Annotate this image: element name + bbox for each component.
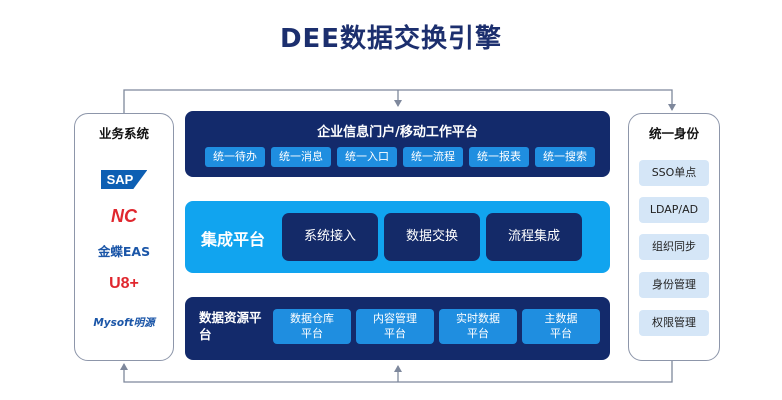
integration-layer: 集成平台 系统接入 数据交换 流程集成 (185, 201, 610, 273)
resource-item-line2: 平台 (467, 327, 489, 340)
resource-item-content-management: 内容管理 平台 (356, 309, 434, 344)
identity-item-identity-management: 身份管理 (639, 272, 709, 298)
resource-item-line2: 平台 (550, 327, 572, 340)
data-resource-layer: 数据资源平 台 数据仓库 平台 内容管理 平台 实时数据 平台 主数据 平台 (185, 297, 610, 360)
resource-item-line1: 主数据 (544, 312, 578, 325)
u8-logo: U8+ (75, 273, 173, 293)
portal-item-entry: 统一入口 (337, 147, 397, 167)
u8-logo-text: U8+ (109, 275, 139, 292)
business-systems-panel: 业务系统 SAP NC 金蝶EAS U8+ Mysoft明源 (74, 113, 174, 361)
unified-identity-panel: 统一身份 SSO单点 LDAP/AD 组织同步 身份管理 权限管理 (628, 113, 720, 361)
nc-logo: NC (75, 206, 173, 227)
resource-item-master-data: 主数据 平台 (522, 309, 600, 344)
portal-layer: 企业信息门户/移动工作平台 统一待办 统一消息 统一入口 统一流程 统一报表 统… (185, 111, 610, 177)
kingdee-eas-logo: 金蝶EAS (75, 241, 173, 260)
data-resource-title: 数据资源平 台 (199, 309, 262, 343)
portal-item-message: 统一消息 (271, 147, 331, 167)
resource-item-line2: 平台 (301, 327, 323, 340)
sap-logo-text: SAP (100, 170, 148, 189)
sap-logo: SAP (75, 169, 173, 189)
integration-item-data-exchange: 数据交换 (384, 213, 480, 261)
resource-item-realtime-data: 实时数据 平台 (439, 309, 517, 344)
portal-item-report: 统一报表 (469, 147, 529, 167)
portal-item-process: 统一流程 (403, 147, 463, 167)
business-systems-title: 业务系统 (98, 126, 149, 141)
kingdee-eas-logo-text: 金蝶EAS (97, 244, 151, 259)
unified-identity-title: 统一身份 (648, 126, 699, 141)
integration-item-process-integration: 流程集成 (486, 213, 582, 261)
portal-item-search: 统一搜索 (535, 147, 595, 167)
portal-title: 企业信息门户/移动工作平台 (317, 125, 478, 140)
mysoft-logo-text: Mysoft明源 (93, 317, 155, 329)
resource-item-line1: 数据仓库 (290, 312, 334, 325)
resource-item-line2: 平台 (384, 327, 406, 340)
identity-item-org-sync: 组织同步 (639, 234, 709, 260)
resource-item-line1: 内容管理 (373, 312, 417, 325)
resource-item-data-warehouse: 数据仓库 平台 (273, 309, 351, 344)
data-resource-title-line2: 台 (199, 327, 212, 342)
data-resource-title-line1: 数据资源平 (199, 310, 262, 325)
portal-item-todo: 统一待办 (205, 147, 265, 167)
nc-logo-text: NC (111, 206, 137, 226)
mysoft-logo: Mysoft明源 (75, 311, 173, 330)
identity-item-ldap: LDAP/AD (639, 197, 709, 223)
integration-title: 集成平台 (201, 230, 266, 249)
resource-item-line1: 实时数据 (456, 312, 500, 325)
identity-item-permission-management: 权限管理 (639, 310, 709, 336)
identity-item-sso: SSO单点 (639, 160, 709, 186)
integration-item-system-access: 系统接入 (282, 213, 378, 261)
page-title: DEE数据交换引擎 (279, 24, 503, 54)
